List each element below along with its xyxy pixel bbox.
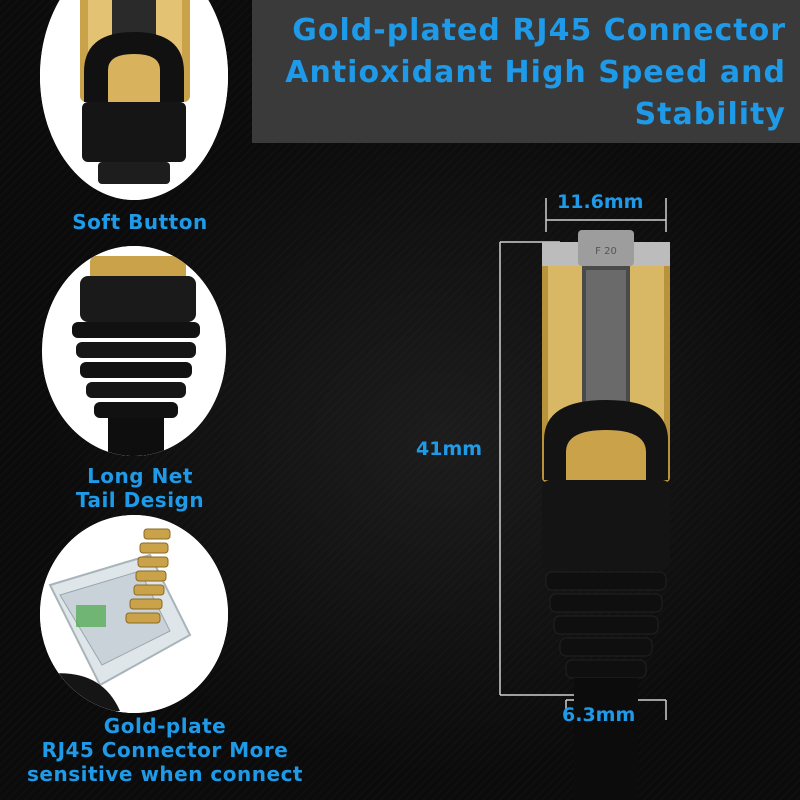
banner-line-2: Antioxidant High Speed and	[285, 55, 786, 90]
caption-gold-plate-line-3: sensitive when connect	[27, 762, 303, 786]
caption-gold-plate-line-1: Gold-plate	[103, 714, 227, 738]
soft-button-closeup-image	[40, 0, 228, 200]
banner-title: Gold-plated RJ45 Connector Antioxidant H…	[266, 10, 786, 136]
dimension-length: 41mm	[416, 438, 483, 460]
caption-gold-plate-line-2: RJ45 Connector More	[41, 738, 289, 762]
long-tail-closeup-image	[42, 246, 226, 456]
banner-line-1: Gold-plated RJ45 Connector	[292, 13, 786, 48]
gold-contacts-closeup-image	[40, 515, 228, 713]
dimension-width-top: 11.6mm	[557, 191, 644, 213]
banner-line-3: Stability	[634, 97, 786, 132]
main-connector-image: F 20	[499, 198, 670, 800]
caption-long-tail-line-1: Long Net	[87, 464, 193, 488]
caption-soft-button: Soft Button	[72, 210, 208, 234]
caption-long-tail-line-2: Tail Design	[75, 488, 205, 512]
title-banner: Gold-plated RJ45 Connector Antioxidant H…	[252, 0, 800, 143]
caption-gold-plate: Gold-plate RJ45 Connector More sensitive…	[0, 714, 330, 786]
connector-marking: F 20	[595, 246, 617, 257]
dimension-width-cable: 6.3mm	[562, 704, 636, 726]
caption-long-tail: Long Net Tail Design	[40, 464, 240, 512]
